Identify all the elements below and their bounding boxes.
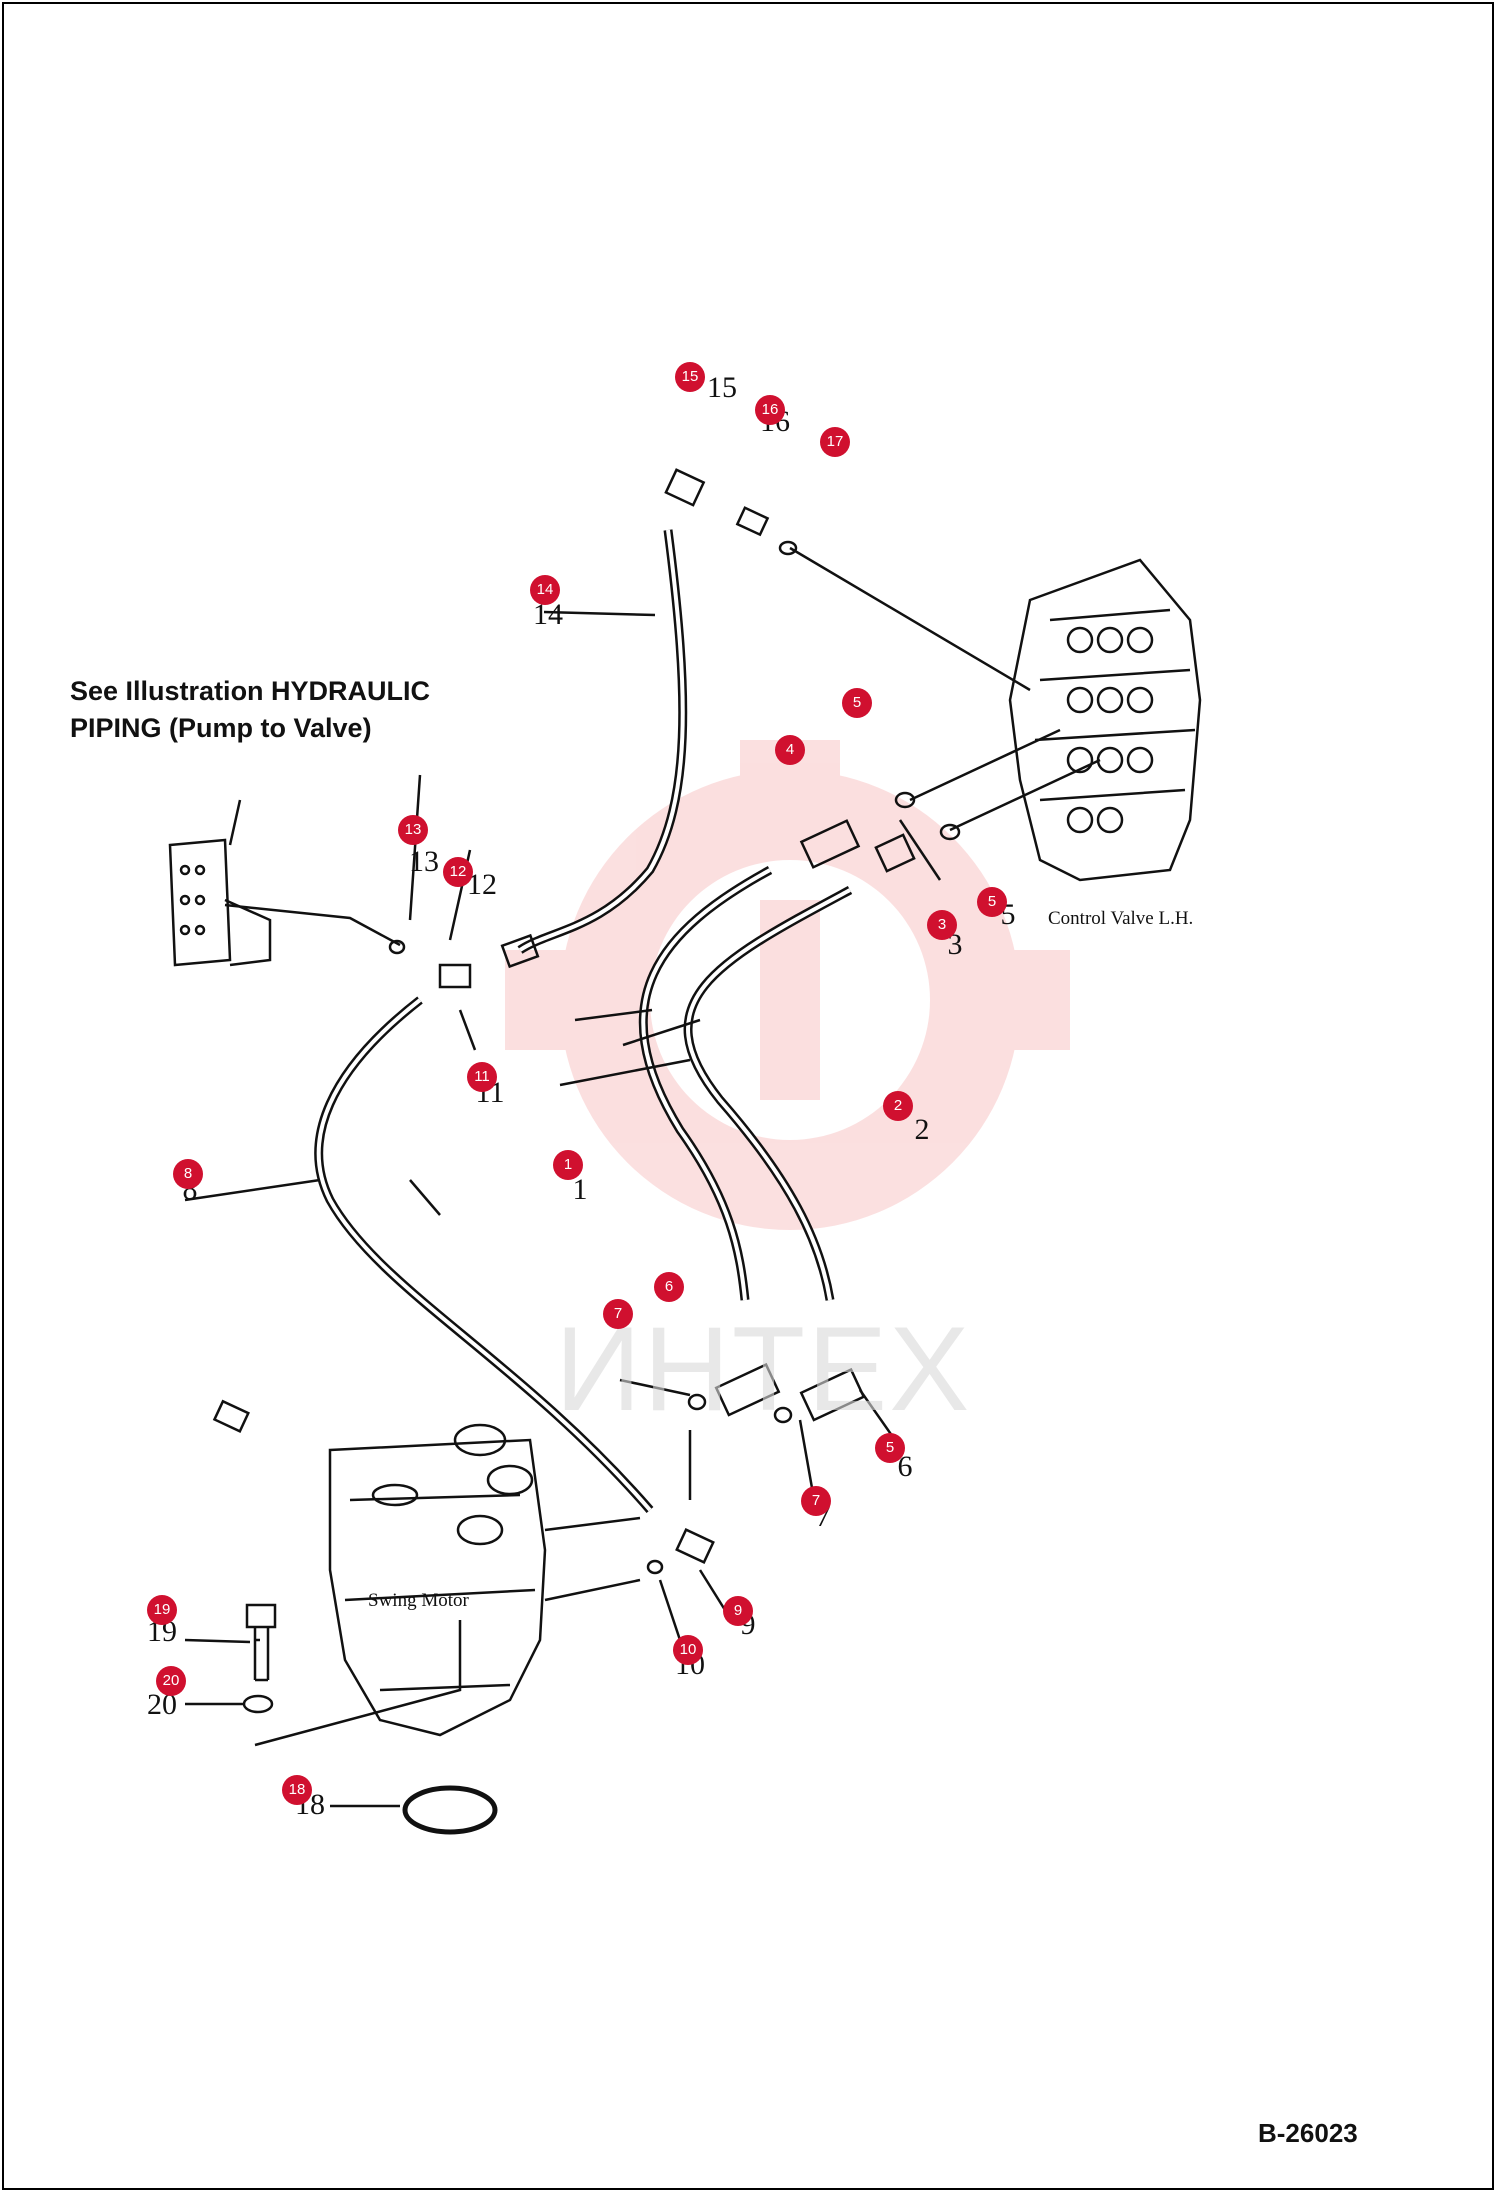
part-number: 15 [707,371,737,404]
callout-badge-18[interactable]: 18 [282,1775,312,1805]
callout-badge-2[interactable]: 2 [883,1091,913,1121]
callout-badge-7[interactable]: 7 [603,1299,633,1329]
part-number: 13 [409,845,439,878]
pump-block-shape [168,838,272,967]
callout-badge-14[interactable]: 14 [530,575,560,605]
control-valve-shape [1008,558,1202,882]
callout-badge-12[interactable]: 12 [443,857,473,887]
control-valve-label: Control Valve L.H. [1048,908,1194,929]
callout-badge-11[interactable]: 11 [467,1062,497,1092]
part-number: 6 [897,1450,913,1483]
callout-badge-19[interactable]: 19 [147,1595,177,1625]
callout-badge-15[interactable]: 15 [675,362,705,392]
callout-badge-10[interactable]: 10 [673,1635,703,1665]
swing-motor-shape [328,1423,547,1737]
callout-badge-5[interactable]: 5 [977,887,1007,917]
part-number: 1 [572,1173,588,1206]
callout-badge-17[interactable]: 17 [820,427,850,457]
reference-note-line1: See Illustration HYDRAULIC [70,676,431,706]
reference-note-line2: PIPING (Pump to Valve) [70,713,372,743]
callout-badge-16[interactable]: 16 [755,395,785,425]
callout-badge-1[interactable]: 1 [553,1150,583,1180]
callout-badge-4[interactable]: 4 [775,735,805,765]
hydraulic-drawing [168,468,1202,1835]
swing-motor-label: Swing Motor [368,1590,469,1611]
callout-badge-8[interactable]: 8 [173,1159,203,1189]
part-number: 2 [914,1113,930,1146]
callout-badge-5[interactable]: 5 [875,1433,905,1463]
callout-badge-13[interactable]: 13 [398,815,428,845]
callout-badge-20[interactable]: 20 [156,1666,186,1696]
callout-badge-6[interactable]: 6 [654,1272,684,1302]
callout-badge-9[interactable]: 9 [723,1596,753,1626]
callout-badge-7[interactable]: 7 [801,1486,831,1516]
callout-badge-5[interactable]: 5 [842,688,872,718]
callout-badge-3[interactable]: 3 [927,910,957,940]
document-code: B-26023 [1258,2118,1358,2148]
reference-note: See Illustration HYDRAULIC PIPING (Pump … [70,673,430,747]
